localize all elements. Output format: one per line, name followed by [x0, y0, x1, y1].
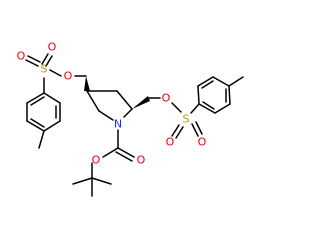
left-ester-oxygen-label: O	[64, 70, 73, 83]
carbonyl-o-single	[102, 147, 119, 158]
left-oxygen-top-label: O	[17, 50, 26, 63]
carbonyl-co-double-1	[117, 147, 135, 158]
carbonyl-co-double-2	[115, 151, 133, 162]
right-oxygen-left-label: O	[166, 136, 175, 149]
tert-butyl-group	[72, 177, 112, 197]
left-sulfur-label: S	[41, 63, 48, 76]
right-tosyl-ring	[197, 76, 231, 114]
left-oxygen-up-label: O	[48, 41, 57, 54]
boc-ester-oxygen-label: O	[92, 154, 101, 167]
right-sulfonyl-oxygens-bonds	[171, 121, 203, 139]
pyrrolidine-ring	[86, 90, 133, 121]
carbonyl-oxygen-label: O	[137, 154, 146, 167]
right-oxygen-right-label: O	[198, 136, 207, 149]
right-sulfur-label: S	[183, 113, 190, 126]
right-ester-oxygen-label: O	[162, 92, 171, 105]
c4-o-wedge	[84, 76, 90, 91]
right-methyl-bond	[228, 76, 244, 87]
left-sulfonyl-oxygens-bonds	[25, 53, 62, 77]
left-tosyl-ring	[26, 92, 61, 132]
right-s-ring-bond	[190, 103, 200, 114]
molecule-canvas: S O O O N O S O O O O	[17, 41, 244, 197]
right-o-s-bond	[171, 102, 182, 113]
ring-nitrogen-label: N	[114, 118, 122, 131]
left-methyl-bond	[38, 130, 45, 149]
structure-diagram: S O O O N O S O O O O	[17, 41, 244, 197]
c2-ch2-wedge	[132, 96, 150, 109]
